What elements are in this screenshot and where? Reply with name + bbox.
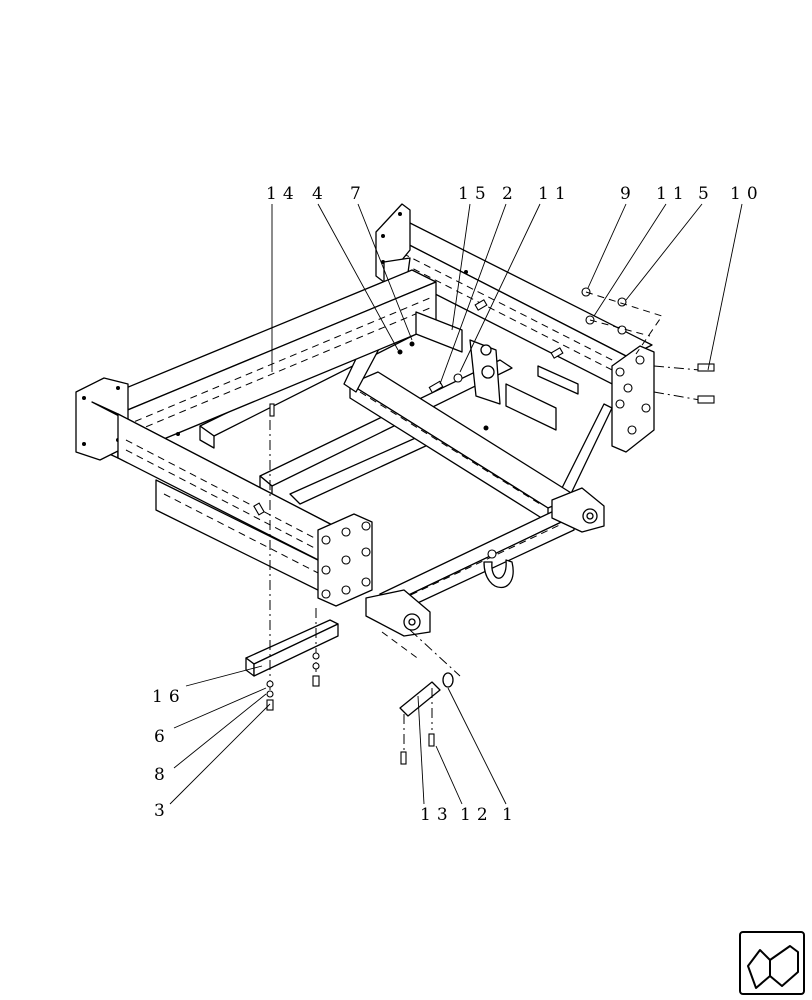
callout-2: 2 [502, 184, 519, 204]
centre-bracket [469, 339, 501, 405]
callout-7: 7 [350, 184, 367, 204]
callout-16: 16 [152, 687, 186, 707]
callout-10: 10 [730, 184, 764, 204]
next-page-arrow-icon[interactable] [739, 931, 805, 995]
callout-11b: 11 [656, 184, 690, 204]
callout-14: 14 [266, 184, 300, 204]
callout-5: 5 [698, 184, 715, 204]
callout-4: 4 [312, 184, 329, 204]
right-end-plate [611, 345, 655, 453]
front-left-end-plate [317, 513, 373, 607]
frame-assembly [75, 203, 743, 805]
callout-3: 3 [154, 801, 171, 821]
callout-6: 6 [154, 727, 171, 747]
lifting-hook [483, 549, 514, 588]
callout-1: 1 [502, 805, 519, 825]
left-side-beam [91, 401, 339, 597]
callout-8: 8 [154, 765, 171, 785]
centre-longitudinal-member [349, 371, 577, 523]
callout-9: 9 [620, 184, 637, 204]
right-clevis [551, 487, 605, 533]
pin-assembly [381, 629, 461, 765]
centre-hardware [253, 270, 564, 516]
angle-brackets [415, 311, 579, 431]
callout-12: 12 [460, 805, 494, 825]
left-clevis [365, 589, 431, 637]
callout-11a: 11 [538, 184, 572, 204]
right-side-hardware [581, 287, 715, 404]
callout-labels: 14 4 7 15 2 11 9 11 5 10 16 6 8 3 13 12 … [152, 184, 764, 825]
callout-leaders [169, 203, 743, 805]
support-bracket [245, 420, 339, 711]
callout-13: 13 [420, 805, 454, 825]
callout-15: 15 [458, 184, 492, 204]
